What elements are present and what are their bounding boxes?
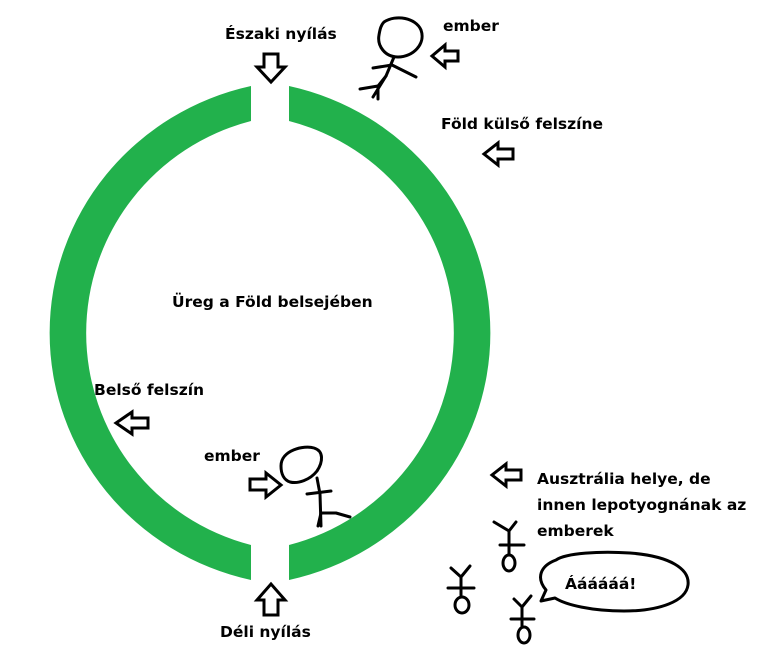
australia-label-line1: Ausztrália helye, de (537, 470, 711, 488)
person-top-label: ember (443, 17, 499, 35)
stick-figure-icon (358, 16, 424, 101)
stick-figure-icon (446, 564, 476, 615)
stick-figure-icon (509, 594, 536, 645)
arrow-left-icon (113, 409, 150, 437)
north-opening-label: Északi nyílás (225, 24, 337, 43)
south-opening-label: Déli nyílás (220, 623, 311, 641)
arrow-left-icon (489, 460, 523, 490)
earth-ring-left (49, 86, 251, 580)
earth-ring-right (289, 86, 491, 580)
arrow-down-icon (253, 52, 289, 85)
arrow-left-icon (429, 41, 460, 71)
inner-surface-label: Belső felszín (94, 381, 204, 399)
earth-ring (49, 86, 491, 580)
stick-figure-icon (492, 520, 526, 573)
speech-bubble-icon: Áááááá! (539, 550, 690, 613)
outer-surface-label: Föld külső felszíne (441, 115, 603, 133)
person-inner-label: ember (204, 447, 260, 465)
arrow-up-icon (253, 581, 289, 617)
arrow-right-icon (248, 469, 284, 501)
australia-label-line2: innen lepotyognának az (537, 496, 746, 514)
australia-label-line3: emberek (537, 522, 614, 540)
speech-text: Áááááá! (565, 574, 636, 593)
cavity-label: Üreg a Föld belsejében (172, 292, 373, 311)
arrow-left-icon (481, 139, 515, 169)
stick-figure-icon (279, 445, 352, 528)
